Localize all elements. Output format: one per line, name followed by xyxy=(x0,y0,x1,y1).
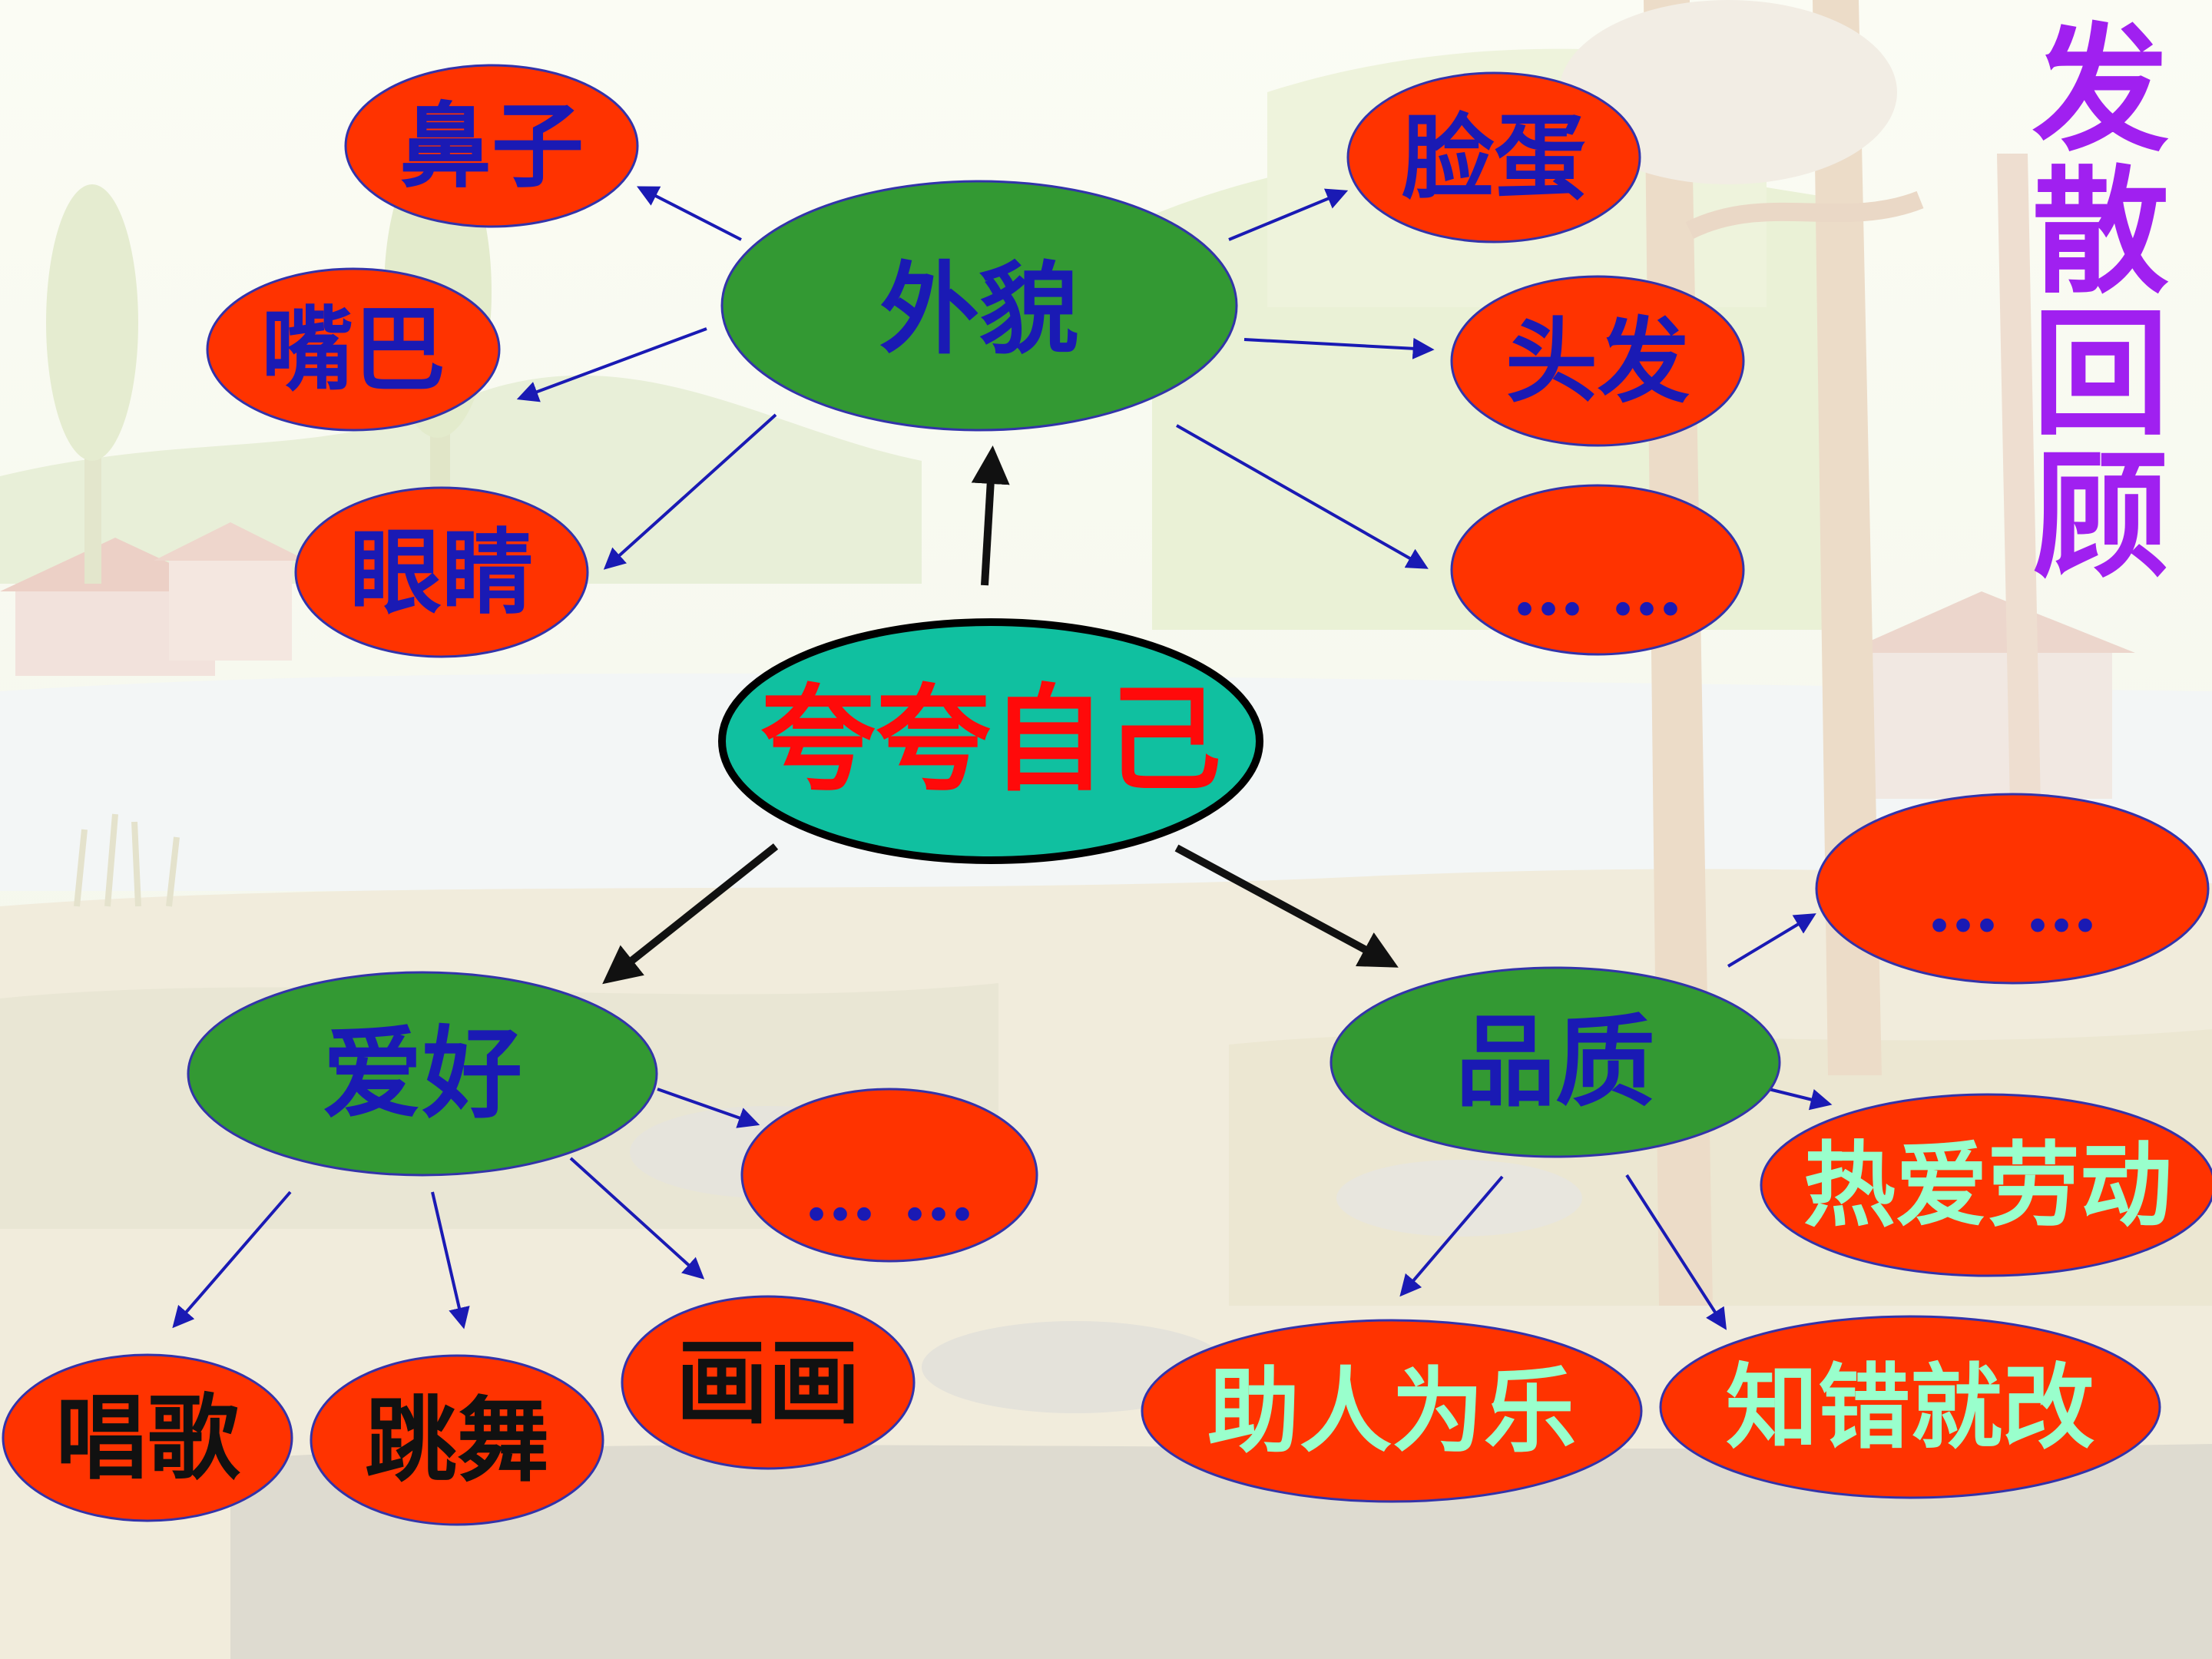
leaf-node: 眼睛 xyxy=(294,486,589,658)
leaf-node: 嘴巴 xyxy=(206,267,501,432)
leaf-label: … … xyxy=(803,1152,975,1237)
leaf-label: 眼睛 xyxy=(349,518,534,627)
center-node: 夸夸自己 xyxy=(718,618,1263,864)
arrow-to-leaf xyxy=(172,1190,292,1329)
arrow-center-to-hobby xyxy=(602,843,779,985)
leaf-label: 头发 xyxy=(1505,307,1690,416)
arrow-center-to-quality xyxy=(1174,844,1399,968)
side-title-char: 散 xyxy=(2032,153,2169,312)
leaf-label: … … xyxy=(1926,863,2098,949)
leaf-node: 知错就改 xyxy=(1659,1315,2161,1499)
category-label: 品质 xyxy=(1455,1003,1655,1121)
category-label: 外貌 xyxy=(879,250,1079,368)
center-arrows xyxy=(602,445,1399,985)
side-title: 发 散 回 顾 xyxy=(2032,19,2170,588)
leaf-node: 画画 xyxy=(621,1295,916,1470)
leaf-label: 脸蛋 xyxy=(1402,104,1586,212)
category-label: 爱好 xyxy=(323,1015,522,1132)
leaf-label: 知错就改 xyxy=(1726,1353,2094,1462)
arrow-to-leaf xyxy=(1768,1088,1833,1111)
leaf-node: 头发 xyxy=(1450,275,1745,447)
arrow-to-leaf xyxy=(431,1191,470,1330)
leaf-node: 脸蛋 xyxy=(1346,71,1641,243)
arrow-center-to-appearance xyxy=(971,445,1010,586)
arrow-to-leaf xyxy=(1399,1175,1504,1297)
leaf-label: 鼻子 xyxy=(399,92,584,200)
leaf-label: 嘴巴 xyxy=(261,296,445,404)
arrow-to-leaf xyxy=(1228,188,1349,241)
leaf-node: 唱歌 xyxy=(2,1353,293,1522)
arrow-to-leaf xyxy=(1176,424,1429,569)
leaf-node: 热爱劳动 xyxy=(1760,1093,2212,1277)
arrow-to-leaf xyxy=(516,327,707,402)
leaf-node: … … xyxy=(1450,484,1745,656)
side-title-char: 发 xyxy=(2032,11,2169,170)
leaf-node: 跳舞 xyxy=(310,1354,604,1526)
leaf-node: … … xyxy=(1815,793,2210,985)
leaf-label: 唱歌 xyxy=(55,1384,240,1492)
leaf-node: 助人为乐 xyxy=(1141,1319,1643,1503)
arrow-to-leaf xyxy=(637,186,742,241)
arrow-to-leaf xyxy=(657,1088,760,1128)
side-title-char: 顾 xyxy=(2032,437,2169,596)
leaf-label: … … xyxy=(1512,547,1683,632)
arrow-to-leaf xyxy=(1727,913,1816,968)
leaf-node: … … xyxy=(740,1088,1038,1263)
arrow-to-leaf xyxy=(603,413,777,570)
arrow-to-leaf xyxy=(569,1157,705,1280)
leaf-node: 鼻子 xyxy=(344,64,639,228)
leaf-label: 热爱劳动 xyxy=(1803,1131,2172,1240)
side-title-char: 回 xyxy=(2032,295,2169,454)
leaf-label: 助人为乐 xyxy=(1207,1357,1576,1465)
leaf-arrows xyxy=(172,186,1833,1330)
arrow-to-leaf xyxy=(1243,337,1435,359)
leaf-label: 画画 xyxy=(676,1329,860,1437)
center-label: 夸夸自己 xyxy=(760,672,1221,807)
category-node-quality: 品质 xyxy=(1330,966,1781,1158)
arrow-to-leaf xyxy=(1625,1174,1727,1330)
leaf-label: 跳舞 xyxy=(365,1386,549,1495)
category-node-appearance: 外貌 xyxy=(720,180,1238,432)
category-node-hobby: 爱好 xyxy=(187,971,658,1177)
